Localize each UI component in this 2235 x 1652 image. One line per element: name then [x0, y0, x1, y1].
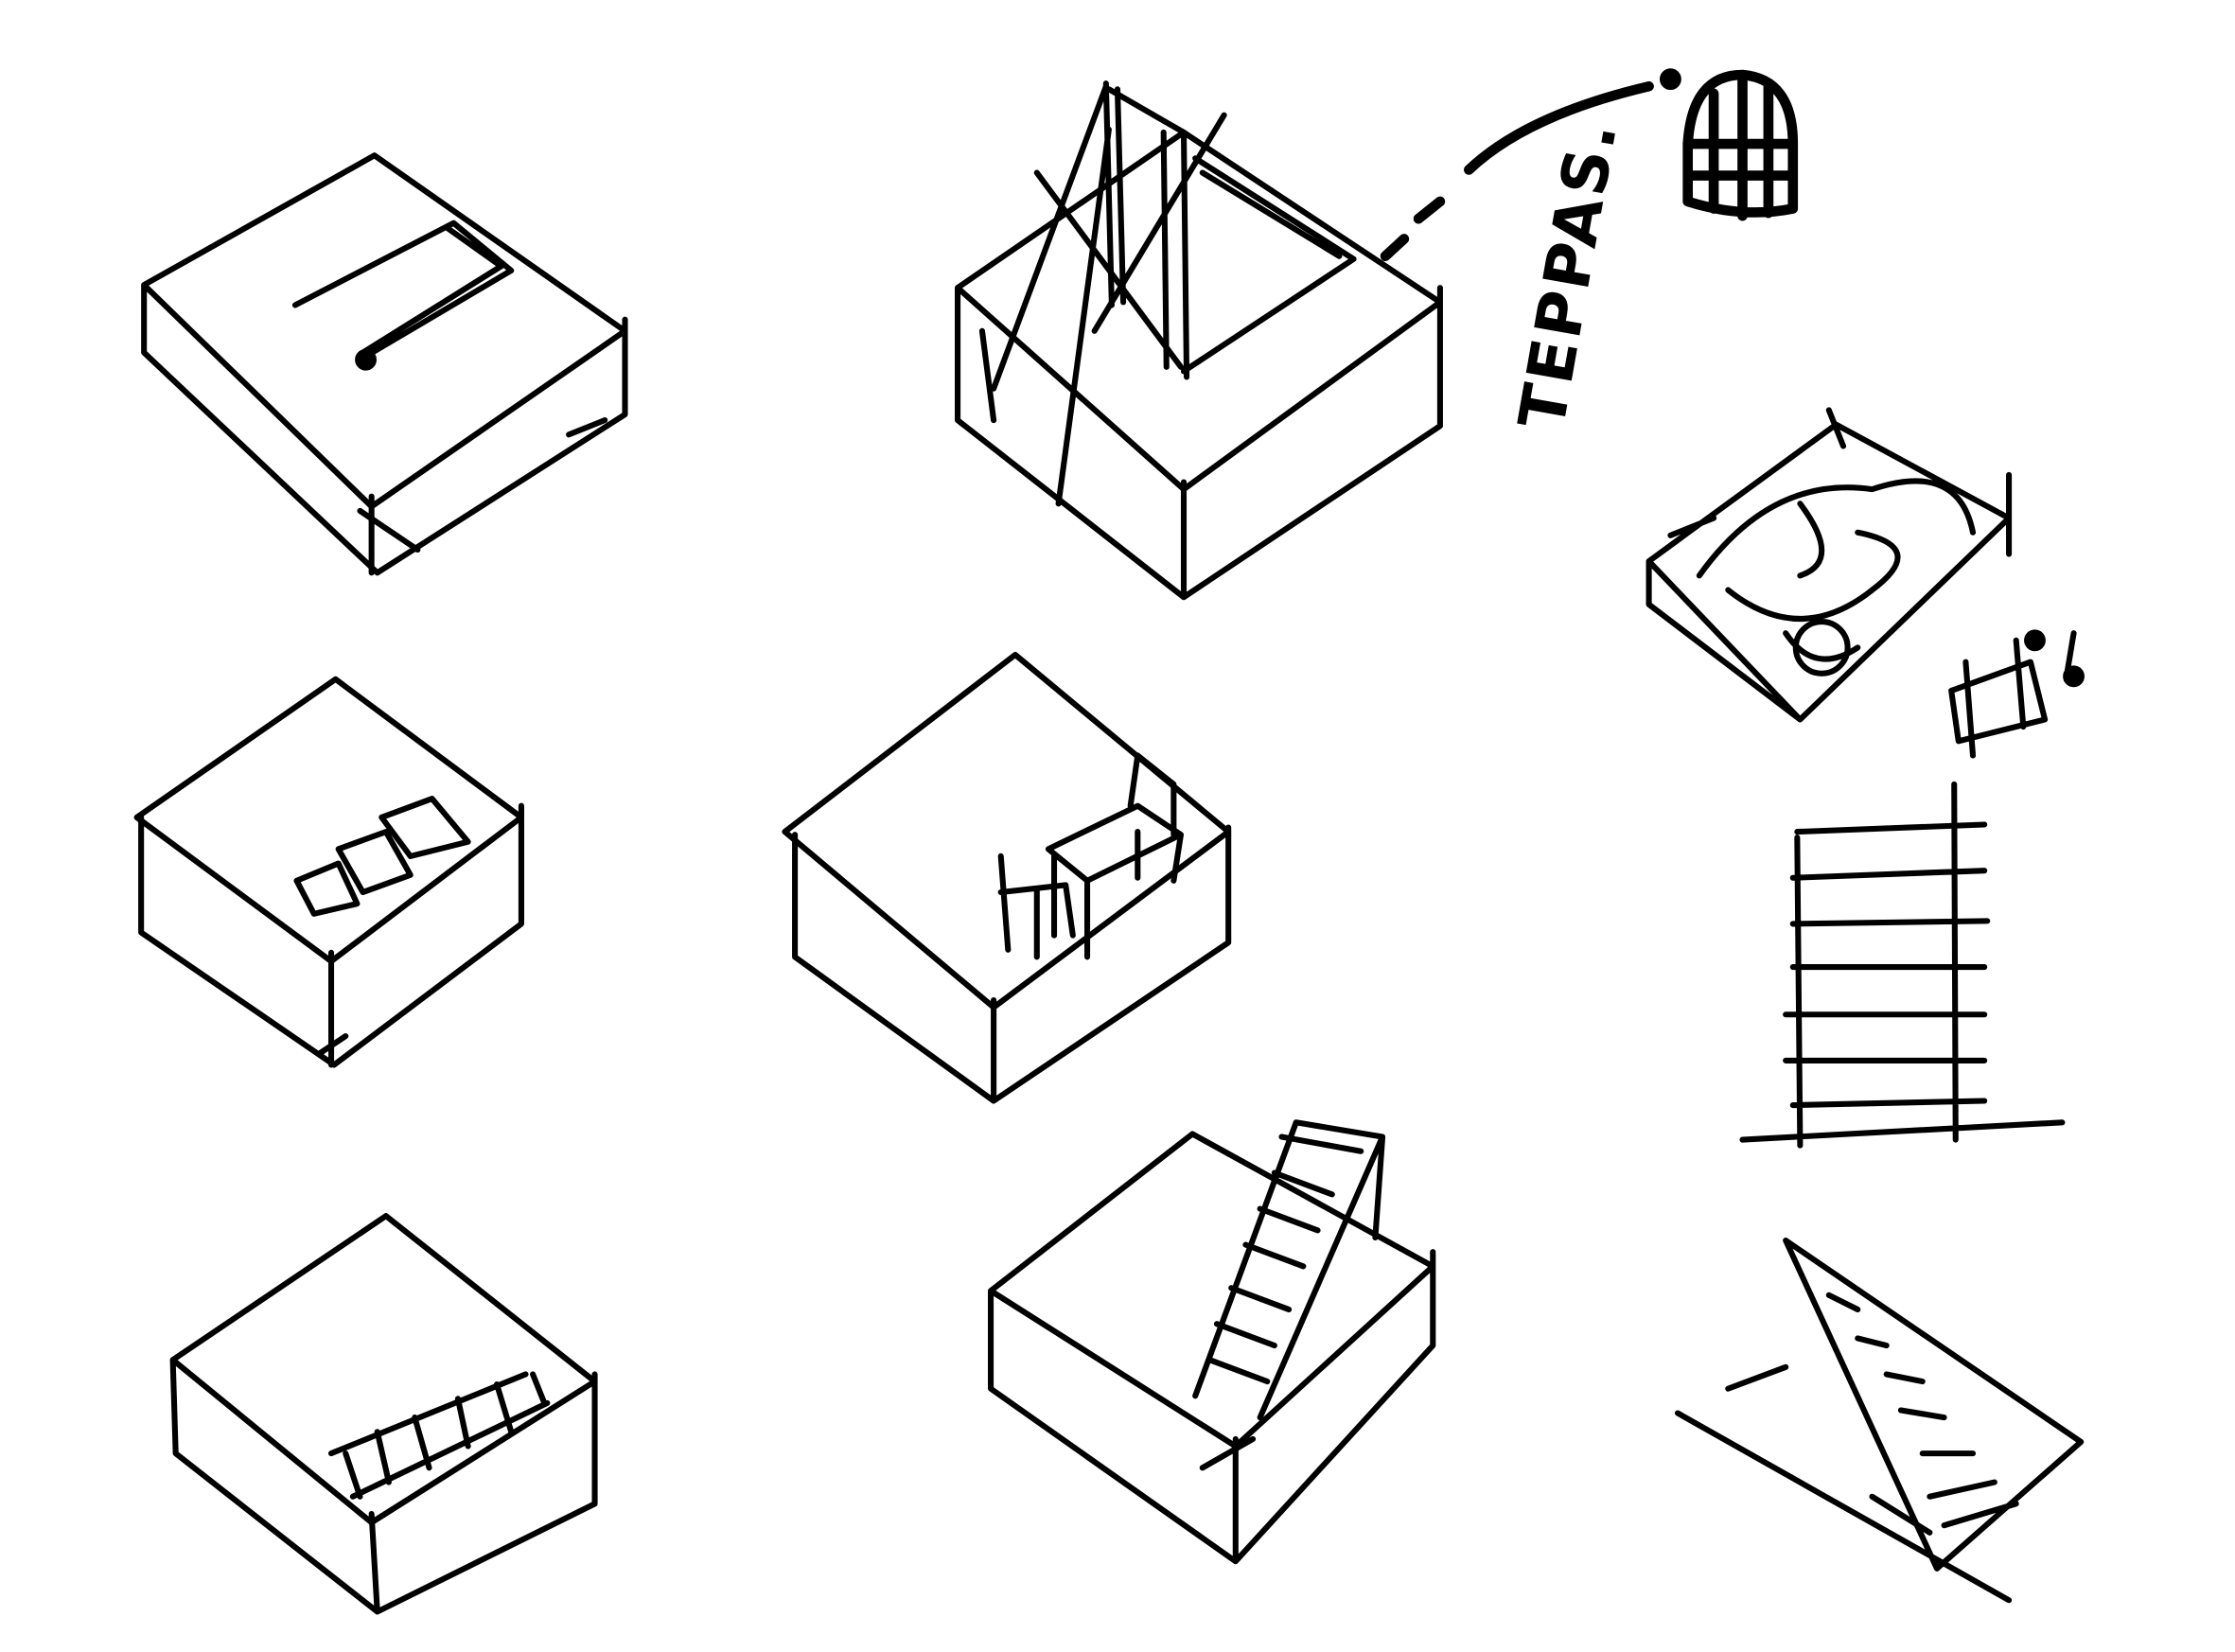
box-with-slot [141, 152, 628, 576]
tilted-staircase-drawing [1674, 1237, 2085, 1604]
box-with-table-and-chairs [782, 651, 1232, 1104]
annotation-label: TEPPAS. [1505, 114, 1631, 435]
ladder-drawing [1739, 781, 2066, 1149]
framed-mat-drawing [1645, 407, 2085, 759]
box-with-horizontal-ladder [169, 1213, 598, 1615]
box-with-three-tiles [133, 676, 524, 1068]
birdcage-drawing [1682, 69, 1799, 221]
box-with-door-frame [955, 80, 1443, 601]
box-with-staircase [988, 1119, 1436, 1565]
dashed-connector [1380, 68, 1681, 262]
